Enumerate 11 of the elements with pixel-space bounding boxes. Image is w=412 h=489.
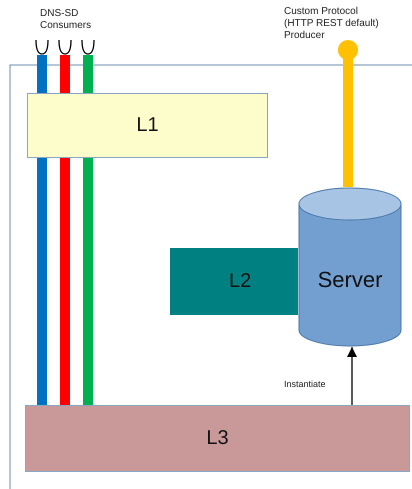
port-circle [338, 40, 358, 60]
edge-label: Instantiate [284, 378, 326, 390]
group-caption: DNS-SD Consumers [40, 8, 92, 32]
node-label: L3 [206, 427, 229, 450]
layer-box [25, 405, 410, 472]
node-label: L1 [136, 114, 159, 137]
port-caption: Custom Protocol (HTTP REST default) Producer [284, 6, 380, 42]
layer-box [27, 93, 268, 158]
layer-box [170, 248, 298, 315]
node-label: Server [318, 267, 382, 293]
node-label: L2 [229, 270, 252, 293]
